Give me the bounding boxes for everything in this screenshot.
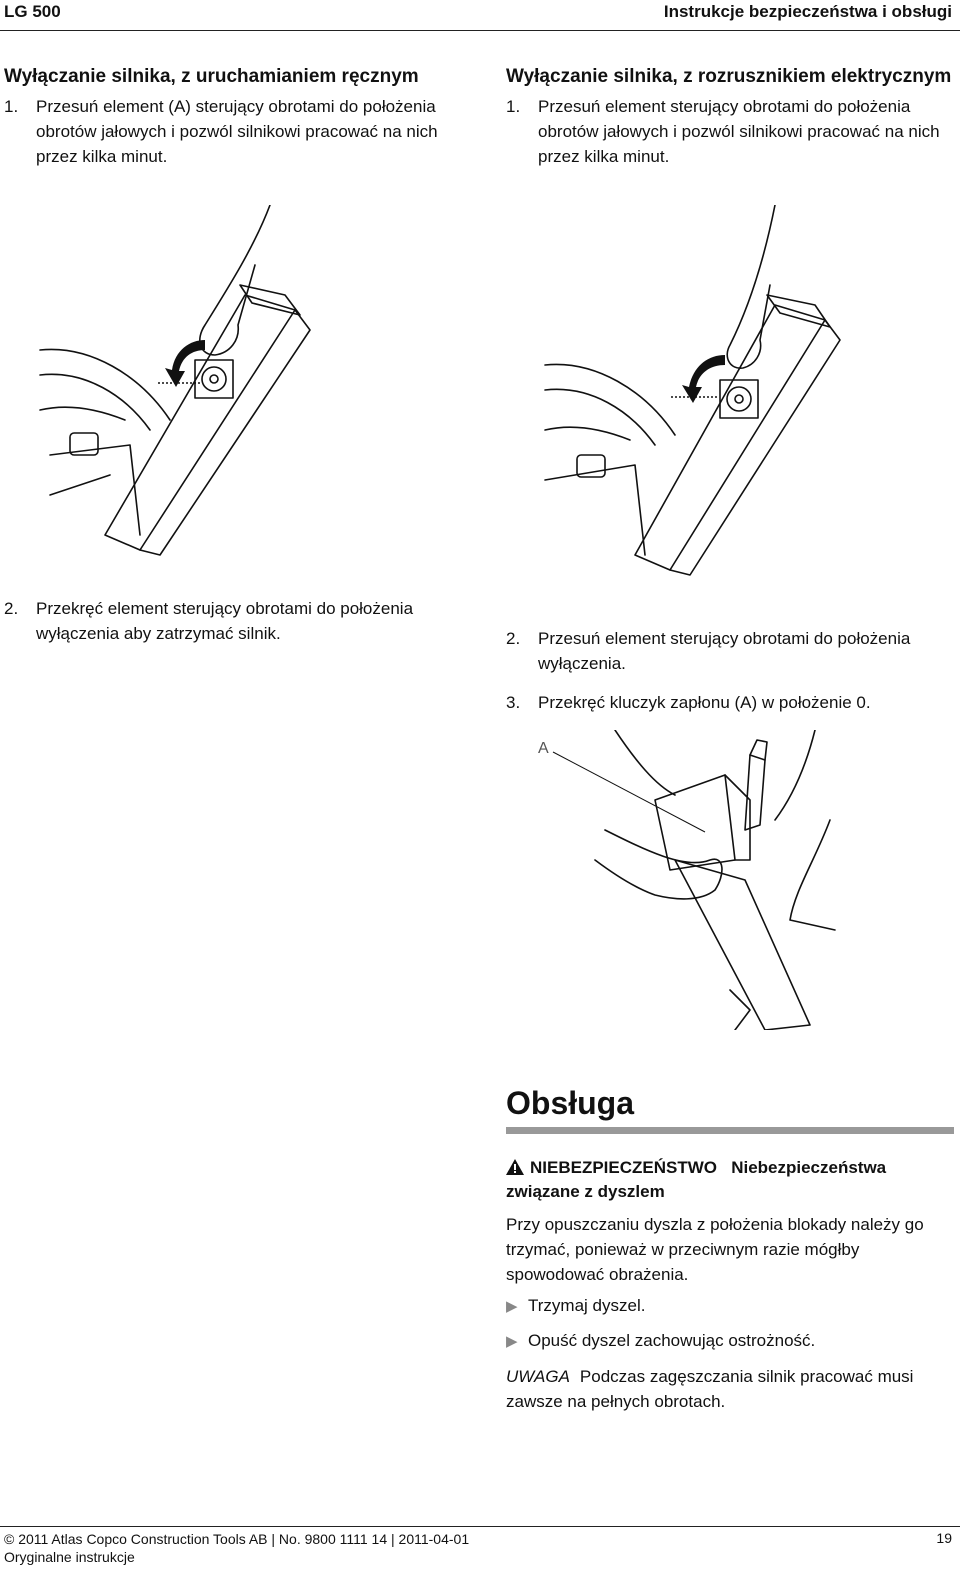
left-step-2: 2. Przekręć element sterujący obrotami d… — [4, 596, 476, 646]
ignition-box-side — [724, 774, 751, 861]
bullet-text: Opuść dyszel zachowując ostrożność. — [528, 1331, 816, 1350]
section-title: Obsługa — [506, 1085, 635, 1121]
header-rule — [0, 30, 960, 31]
frame-line — [729, 989, 751, 1030]
right-heading-block: Wyłączanie silnika, z rozrusznikiem elek… — [506, 64, 956, 169]
frame-line — [49, 474, 111, 496]
callout-line — [552, 751, 706, 833]
drawbar-side — [139, 309, 311, 556]
hand — [199, 205, 271, 356]
hand — [594, 829, 723, 900]
ignition-key-illustration — [552, 730, 836, 1030]
footer-original-instructions: Oryginalne instrukcje — [4, 1549, 135, 1565]
fuel-cap — [576, 454, 606, 478]
lever-handle — [749, 739, 768, 761]
frame-line — [544, 388, 656, 446]
drawbar — [104, 294, 296, 551]
step-text: Przesuń element sterujący obrotami do po… — [538, 97, 940, 166]
footer-rule — [0, 1526, 960, 1527]
drawbar-side — [669, 319, 841, 576]
page-number: 19 — [936, 1530, 952, 1546]
frame-line — [544, 363, 676, 436]
note-label: UWAGA — [506, 1367, 570, 1386]
warning-heading: Niebezpieczeństwa związane z dyszlem — [506, 1158, 887, 1201]
footer-info: © 2011 Atlas Copco Construction Tools AB… — [4, 1530, 469, 1566]
step-number: 1. — [4, 97, 19, 116]
warning-triangle-icon — [506, 1159, 524, 1175]
right-step-2: 2. Przesuń element sterujący obrotami do… — [506, 626, 956, 676]
step-number: 1. — [506, 97, 521, 116]
step-number: 3. — [506, 693, 521, 712]
figure-callout-label: A — [538, 740, 549, 757]
left-step-1: 1. Przesuń element (A) sterujący obrotam… — [4, 94, 444, 169]
rotation-arrow — [165, 340, 205, 387]
frame-line — [614, 730, 676, 796]
step-text: Przekręć element sterujący obrotami do p… — [36, 599, 414, 643]
right-steps-block: 2. Przesuń element sterujący obrotami do… — [506, 626, 956, 715]
electric-throttle-illustration — [544, 205, 841, 576]
fuel-cap — [69, 432, 99, 456]
frame-line — [39, 348, 171, 421]
frame-line — [774, 730, 816, 821]
bullet-item: ▶ Trzymaj dyszel. — [506, 1293, 954, 1319]
right-heading: Wyłączanie silnika, z rozrusznikiem elek… — [506, 66, 952, 87]
step-text: Przekręć kluczyk zapłonu (A) w położenie… — [538, 693, 871, 712]
footer-copyright: © 2011 Atlas Copco Construction Tools AB… — [4, 1531, 470, 1547]
frame-line — [544, 464, 646, 556]
drawbar-top — [766, 294, 831, 328]
bullet-text: Trzymaj dyszel. — [528, 1296, 646, 1315]
note-text: Podczas zagęszczania silnik pracować mus… — [506, 1367, 914, 1411]
drawbar-top — [239, 284, 301, 316]
manual-stop-illustration — [39, 205, 311, 556]
bullet-arrow-icon: ▶ — [506, 1298, 518, 1315]
throttle-center — [209, 374, 219, 384]
danger-warning: NIEBEZPIECZEŃSTWO Niebezpieczeństwa zwią… — [506, 1156, 954, 1354]
frame-line — [789, 819, 836, 931]
throttle-plate — [719, 379, 759, 419]
warning-label: NIEBEZPIECZEŃSTWO — [530, 1158, 718, 1177]
bullet-arrow-icon: ▶ — [506, 1333, 518, 1350]
hand — [726, 205, 776, 369]
left-heading: Wyłączanie silnika, z uruchamianiem ręcz… — [4, 66, 419, 87]
left-heading-block: Wyłączanie silnika, z uruchamianiem ręcz… — [4, 64, 444, 169]
throttle-knob — [726, 386, 752, 412]
bullet-item: ▶ Opuść dyszel zachowując ostrożność. — [506, 1328, 954, 1354]
frame-line — [544, 426, 631, 441]
step-number: 2. — [4, 599, 19, 618]
document-section-title: Instrukcje bezpieczeństwa i obsługi — [663, 2, 952, 21]
warning-body: Przy opuszczaniu dyszla z położenia blok… — [506, 1215, 924, 1284]
throttle-center — [734, 394, 744, 404]
document-model: LG 500 — [4, 2, 61, 21]
drawbar — [674, 859, 811, 1030]
frame-line — [49, 444, 141, 536]
frame-line — [39, 406, 126, 421]
warning-title: NIEBEZPIECZEŃSTWO Niebezpieczeństwa zwią… — [506, 1156, 954, 1204]
frame-line — [39, 373, 151, 431]
rotation-arrow — [682, 355, 725, 403]
right-step-1: 1. Przesuń element sterujący obrotami do… — [506, 94, 956, 169]
throttle-plate — [194, 359, 234, 399]
throttle-knob — [201, 366, 227, 392]
step-number: 2. — [506, 629, 521, 648]
step-text: Przesuń element sterujący obrotami do po… — [538, 629, 911, 673]
section-title-bar — [506, 1127, 954, 1134]
right-step-3: 3. Przekręć kluczyk zapłonu (A) w położe… — [506, 690, 956, 715]
drawbar-upper — [744, 754, 766, 831]
step-text: Przesuń element (A) sterujący obrotami d… — [36, 97, 438, 166]
